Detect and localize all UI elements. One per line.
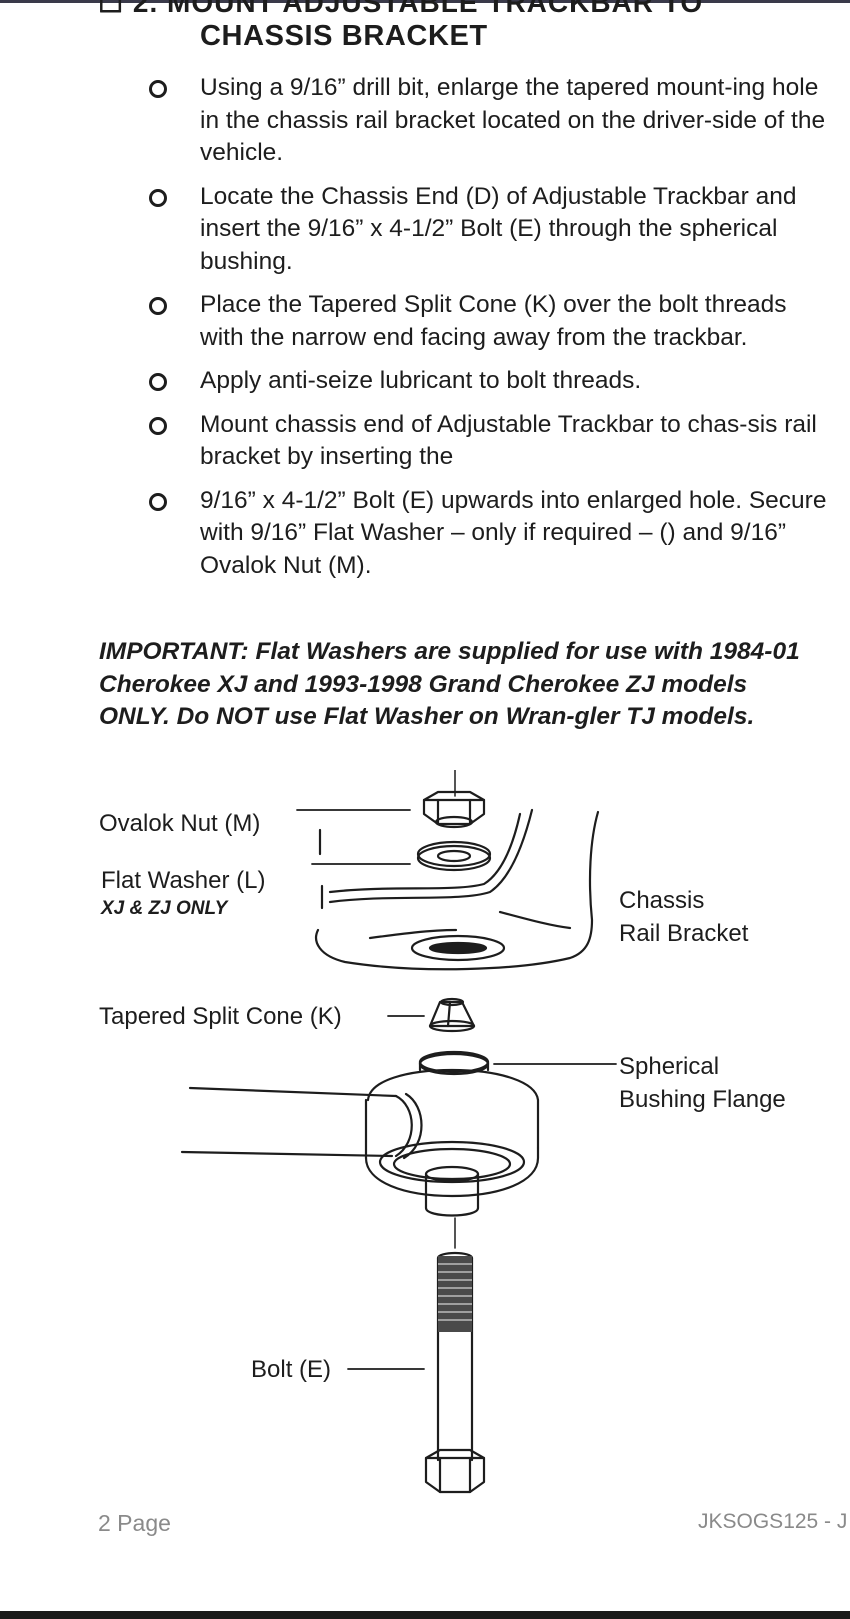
label-chassis-line1: Chassis [619, 887, 704, 914]
bracket-hole [428, 941, 488, 955]
checkbox-circle-icon[interactable] [149, 373, 167, 391]
section-heading: CHASSIS BRACKET [200, 20, 488, 52]
important-note: IMPORTANT: Flat Washers are supplied for… [99, 638, 800, 730]
step-text: Mount chassis end of Adjustable Trackbar… [200, 410, 817, 471]
section-heading-cut: ☐ 2. MOUNT ADJUSTABLE TRACKBAR TO [98, 0, 704, 18]
label-xj-zj-only: XJ & ZJ ONLY [100, 898, 230, 919]
step-list: Using a 9/16” drill bit, enlarge the tap… [146, 72, 836, 593]
tapered-split-cone-drawing [428, 997, 476, 1033]
label-spherical-line1: Spherical [619, 1053, 719, 1080]
bolt-threads [438, 1256, 472, 1332]
top-bar [0, 0, 850, 3]
step-text: Using a 9/16” drill bit, enlarge the tap… [200, 74, 826, 166]
step-item: Locate the Chassis End (D) of Adjustable… [146, 181, 836, 279]
trackbar-assembly-diagram: Ovalok Nut (M) Flat Washer (L) XJ & ZJ O… [99, 770, 786, 1494]
step-text: Place the Tapered Split Cone (K) over th… [200, 291, 787, 351]
label-flat-washer: Flat Washer (L) [101, 867, 265, 894]
step-item: 9/16” x 4-1/2” Bolt (E) upwards into enl… [146, 485, 836, 583]
step-text: Apply anti-seize lubricant to bolt threa… [200, 367, 642, 394]
ovalok-nut-drawing [422, 790, 486, 829]
checkbox-circle-icon[interactable] [149, 492, 167, 511]
step-item: Place the Tapered Split Cone (K) over th… [146, 289, 836, 354]
checkbox-circle-icon[interactable] [149, 297, 167, 315]
label-bolt: Bolt (E) [251, 1356, 331, 1383]
label-ovalok-nut: Ovalok Nut (M) [99, 810, 260, 837]
step-item: Using a 9/16” drill bit, enlarge the tap… [146, 72, 836, 170]
page-number: 2 Page [98, 1510, 171, 1536]
trackbar-end-drawing [180, 1068, 540, 1198]
step-text: Locate the Chassis End (D) of Adjustable… [200, 182, 797, 275]
step-text: 9/16” x 4-1/2” Bolt (E) upwards into enl… [200, 486, 827, 579]
flat-washer-drawing [416, 840, 492, 872]
bottom-bar [0, 1611, 850, 1619]
spherical-bushing-flange-drawing [418, 1050, 490, 1076]
chassis-bracket-drawing [315, 808, 600, 971]
label-tapered-split-cone: Tapered Split Cone (K) [99, 1003, 342, 1030]
label-chassis-line2: Rail Bracket [619, 920, 749, 947]
bushing-sleeve-drawing [424, 1165, 480, 1217]
checkbox-circle-icon[interactable] [149, 80, 167, 98]
checkbox-circle-icon[interactable] [149, 416, 167, 435]
step-item: Apply anti-seize lubricant to bolt threa… [146, 365, 836, 398]
label-spherical-line2: Bushing Flange [619, 1086, 786, 1113]
bolt-head-drawing [424, 1448, 486, 1494]
document-code: JKSOGS125 - J [698, 1510, 848, 1533]
step-item: Mount chassis end of Adjustable Trackbar… [146, 409, 836, 474]
checkbox-circle-icon[interactable] [149, 188, 167, 207]
